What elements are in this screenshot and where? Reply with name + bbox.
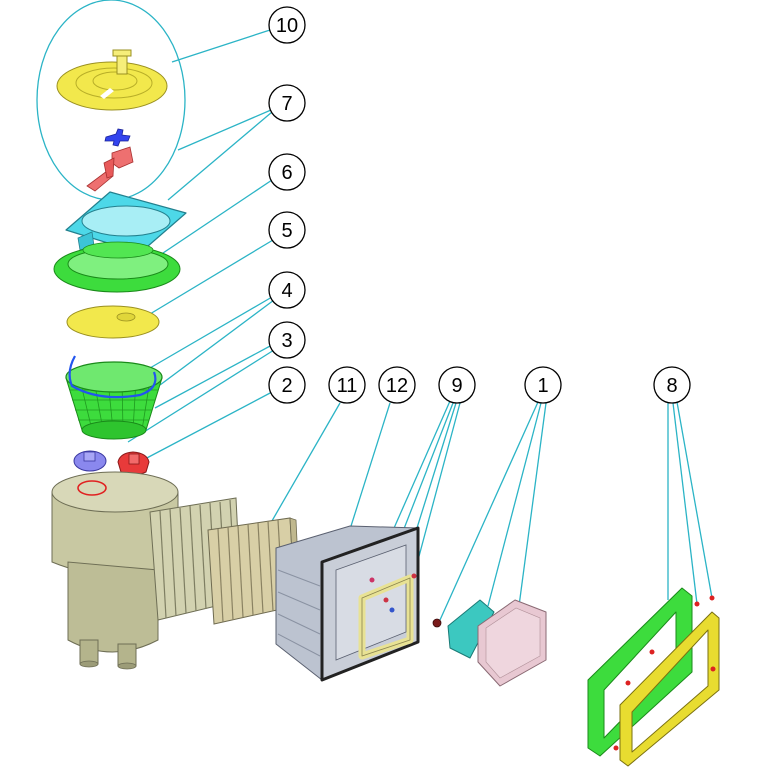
gasket-screw-1 bbox=[369, 577, 375, 583]
body-red-ring bbox=[77, 480, 107, 496]
part-6-green-ring bbox=[53, 241, 181, 293]
leader-8c bbox=[676, 401, 713, 599]
part-10-lid bbox=[56, 49, 168, 111]
leader-4b bbox=[159, 299, 275, 386]
ring-lip bbox=[82, 241, 154, 259]
red-cap-knob bbox=[128, 453, 140, 465]
callout-2-label: 2 bbox=[281, 375, 292, 397]
lid-slot bbox=[100, 88, 114, 99]
collar-opening bbox=[81, 205, 171, 237]
basket-handle-wire bbox=[68, 355, 157, 399]
callout-6: 6 bbox=[268, 153, 306, 191]
callout-3: 3 bbox=[268, 321, 306, 359]
callout-12-label: 12 bbox=[386, 375, 408, 397]
callout-9: 9 bbox=[438, 366, 476, 404]
frame-screw-1 bbox=[625, 680, 631, 686]
lid-ring-outer bbox=[75, 67, 153, 99]
throat-ribs bbox=[277, 569, 321, 657]
part-2-caps bbox=[73, 450, 150, 476]
outlet-pipe-left bbox=[79, 639, 99, 665]
pink-flap-face bbox=[485, 607, 541, 679]
callout-10: 10 bbox=[268, 6, 306, 44]
callout-1: 1 bbox=[524, 366, 562, 404]
lid-handle-cap bbox=[112, 49, 132, 57]
body-lower-cylinder bbox=[67, 561, 159, 653]
leader-12 bbox=[344, 402, 391, 546]
callout-8: 8 bbox=[653, 366, 691, 404]
throat-opening bbox=[335, 544, 407, 661]
gasket-screw-4 bbox=[411, 573, 417, 579]
leader-3b bbox=[127, 349, 275, 443]
leader-7a bbox=[177, 109, 272, 151]
frame-screw-5 bbox=[613, 745, 619, 751]
purple-cap-knob bbox=[83, 451, 96, 462]
callout-8-label: 8 bbox=[666, 375, 677, 397]
leader-5 bbox=[139, 239, 274, 321]
lid-ring-inner bbox=[92, 71, 138, 91]
green-frame bbox=[587, 587, 693, 757]
body-top-rim bbox=[51, 471, 179, 513]
callout-9-label: 9 bbox=[451, 375, 462, 397]
callout-10-label: 10 bbox=[276, 15, 298, 37]
frame-screw-2 bbox=[694, 601, 700, 607]
disc-body bbox=[66, 305, 160, 339]
leader-10 bbox=[171, 29, 271, 63]
lid-disc bbox=[56, 61, 168, 111]
red-piece-upper bbox=[111, 146, 134, 169]
leader-1c bbox=[514, 402, 547, 637]
part-1-flap bbox=[432, 599, 547, 687]
outlet-pipe-right-end bbox=[117, 662, 137, 670]
callout-5: 5 bbox=[268, 211, 306, 249]
blue-clip bbox=[104, 128, 131, 147]
callout-5-label: 5 bbox=[281, 220, 292, 242]
leader-3a bbox=[154, 344, 273, 409]
callout-11-label: 11 bbox=[337, 375, 358, 397]
leader-6 bbox=[159, 179, 273, 256]
outlet-pipe-left-end bbox=[79, 660, 99, 668]
gasket-screw-3 bbox=[389, 607, 395, 613]
red-piece-stem bbox=[103, 157, 115, 179]
callout-4: 4 bbox=[268, 271, 306, 309]
gasket-screw-2 bbox=[383, 597, 389, 603]
frame-screw-6 bbox=[649, 649, 655, 655]
callout-2: 2 bbox=[268, 366, 306, 404]
frame-screw-4 bbox=[710, 666, 716, 672]
callout-3-label: 3 bbox=[281, 330, 292, 352]
leader-1b bbox=[487, 402, 542, 607]
callout-4-label: 4 bbox=[281, 280, 292, 302]
callout-12: 12 bbox=[378, 366, 416, 404]
callout-11: 11 bbox=[328, 366, 366, 404]
callout-1-label: 1 bbox=[537, 375, 548, 397]
gasket-frame-outline bbox=[361, 577, 411, 657]
callouts: 10 7 6 5 4 3 2 11 bbox=[268, 6, 691, 404]
yellow-frame bbox=[619, 611, 720, 767]
leader-7b bbox=[167, 111, 273, 201]
leader-8b bbox=[672, 402, 698, 605]
callout-6-label: 6 bbox=[281, 162, 292, 184]
leader-9d bbox=[413, 402, 461, 576]
basket-bottom bbox=[81, 420, 147, 440]
flap-screw bbox=[432, 618, 442, 628]
part-9-gasket bbox=[358, 573, 417, 660]
callout-7-label: 7 bbox=[281, 93, 292, 115]
part-7-small-pieces bbox=[86, 128, 134, 192]
callout-7: 7 bbox=[268, 84, 306, 122]
frame-screw-3 bbox=[709, 595, 715, 601]
part-4-basket bbox=[65, 355, 163, 440]
disc-hub bbox=[116, 312, 136, 322]
leader-2 bbox=[142, 391, 273, 461]
part-5-yellow-disc bbox=[66, 305, 160, 339]
part-7-collar-frame bbox=[65, 191, 187, 254]
leader-11 bbox=[264, 402, 341, 534]
leader-4a bbox=[149, 296, 273, 369]
part-8-frames bbox=[587, 587, 720, 767]
basket-rim bbox=[65, 361, 163, 393]
part-12-throat bbox=[275, 525, 420, 682]
leader-1a bbox=[439, 401, 539, 621]
